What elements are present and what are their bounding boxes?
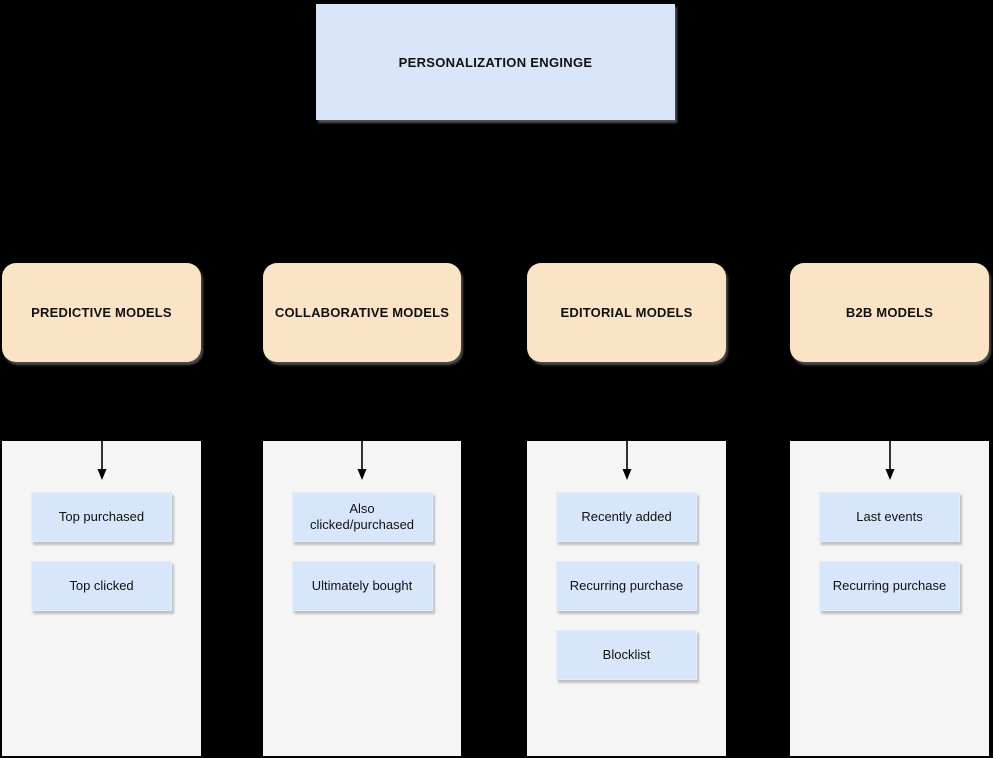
category-label: PREDICTIVE MODELS bbox=[31, 305, 172, 320]
item-node: Last events bbox=[819, 492, 960, 542]
item-node: Top purchased bbox=[31, 492, 172, 542]
item-label: Top purchased bbox=[58, 508, 145, 524]
category-node-editorial: EDITORIAL MODELS bbox=[527, 263, 726, 362]
item-label: Last events bbox=[856, 508, 923, 524]
category-label: EDITORIAL MODELS bbox=[560, 305, 693, 320]
item-label: Also clicked/purchased bbox=[309, 500, 415, 532]
down-arrow-icon bbox=[97, 441, 106, 480]
item-label: Recurring purchase bbox=[569, 577, 684, 593]
item-group-predictive: Top purchased Top clicked bbox=[2, 441, 201, 756]
item-node: Top clicked bbox=[31, 561, 172, 611]
item-node: Blocklist bbox=[556, 630, 697, 680]
item-label: Recurring purchase bbox=[832, 577, 947, 593]
personalization-engine-label: PERSONALIZATION ENGINGE bbox=[398, 54, 593, 70]
item-label: Top clicked bbox=[69, 577, 134, 593]
down-arrow-icon bbox=[622, 441, 631, 480]
down-arrow-icon bbox=[357, 441, 367, 480]
item-node: Recurring purchase bbox=[819, 561, 960, 611]
item-label: Ultimately bought bbox=[311, 577, 413, 593]
category-label: COLLABORATIVE MODELS bbox=[274, 305, 450, 320]
item-group-b2b: Last events Recurring purchase bbox=[790, 441, 989, 756]
category-node-predictive: PREDICTIVE MODELS bbox=[2, 263, 201, 362]
item-group-editorial: Recently added Recurring purchase Blockl… bbox=[527, 441, 726, 756]
item-node: Recurring purchase bbox=[556, 561, 697, 611]
category-node-collaborative: COLLABORATIVE MODELS bbox=[263, 263, 461, 362]
item-label: Recently added bbox=[581, 508, 672, 524]
item-group-collaborative: Also clicked/purchased Ultimately bought bbox=[263, 441, 461, 756]
category-label: B2B MODELS bbox=[845, 305, 934, 320]
personalization-engine-node: PERSONALIZATION ENGINGE bbox=[316, 4, 675, 120]
item-node: Also clicked/purchased bbox=[291, 492, 433, 542]
item-node: Recently added bbox=[556, 492, 697, 542]
category-node-b2b: B2B MODELS bbox=[790, 263, 989, 362]
down-arrow-icon bbox=[885, 441, 894, 480]
item-node: Ultimately bought bbox=[291, 561, 433, 611]
item-label: Blocklist bbox=[602, 646, 651, 662]
